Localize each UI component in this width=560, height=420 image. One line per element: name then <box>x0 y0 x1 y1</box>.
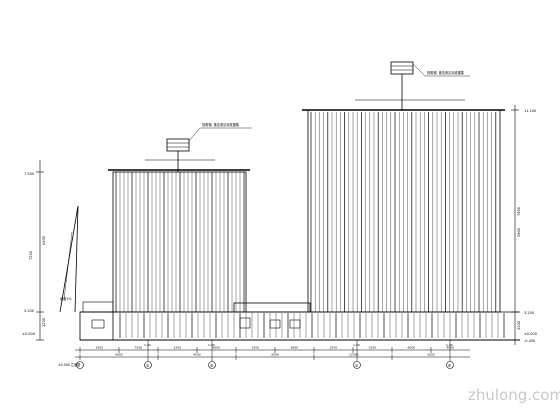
axis-mark: 1-00 <box>353 343 360 347</box>
right-elev-base: ±0.000 <box>524 332 537 336</box>
bottom-dim-row2-label: 3000 <box>427 353 435 357</box>
right-silo-body <box>307 109 501 313</box>
bottom-dim-row2-labels: 9000 4500 3000 12000 3000 <box>79 353 435 360</box>
bottom-dim-row1-label: 7500 <box>135 346 143 350</box>
bottom-dim-row1-label: 3600 <box>291 346 299 350</box>
axis-mark: 1-00 <box>208 343 215 347</box>
ramp-arrow <box>63 231 73 301</box>
title-marker <box>76 361 84 369</box>
left-silo-stripes <box>115 172 245 312</box>
bottom-dim-row1-label: 2200 <box>174 346 182 350</box>
left-annex <box>79 311 114 341</box>
bottom-dim-row1-label: 6000 <box>213 346 221 350</box>
middle-connector <box>233 302 311 313</box>
right-stair-note: 铁爬梯, 做法参见标准图集 <box>427 70 465 75</box>
right-stair-leader <box>412 63 426 77</box>
bottom-dim-row1-label: 4500 <box>447 346 455 350</box>
bottom-dim-row2-label: 4500 <box>193 353 201 357</box>
watermark: zhulong.com <box>468 386 560 404</box>
base-stripes <box>119 313 505 338</box>
bottom-dim-row1-label: 1500 <box>330 346 338 350</box>
axis-bubbles: ① 1-00 ② 1-00 ③ 1-00 ④ 1-00 <box>144 340 454 369</box>
title-left: ±0.000 立面图 <box>58 362 80 367</box>
axis-bubble <box>144 361 152 369</box>
axis-mark: 1-00 <box>144 343 151 347</box>
axis-label: ① <box>146 363 150 368</box>
bottom-dim-row2-label: 9000 <box>115 353 123 357</box>
left-dim-upper: 4300 <box>42 236 46 245</box>
right-elev-mid: 3.200 <box>524 311 534 315</box>
middle-window-3 <box>289 319 301 329</box>
right-dim-upper: 7900 <box>517 207 521 216</box>
bottom-dim-row2-label: 12000 <box>349 353 359 357</box>
axis-mark: 1-00 <box>446 343 453 347</box>
bottom-dim-row1-labels: 1500 7500 2200 6000 1500 3600 1500 1500 6000 4500 <box>79 346 455 353</box>
bottom-dim-row1-label: 1500 <box>96 346 104 350</box>
ramp-note: 坡度1% <box>60 296 71 301</box>
left-dim-mid: 7200 <box>29 251 33 260</box>
axis-label: ② <box>210 363 214 368</box>
ramp-triangle <box>59 205 79 313</box>
left-window <box>91 319 105 329</box>
left-elev-top: 7.500 <box>24 172 34 176</box>
right-silo-stripes <box>310 112 497 312</box>
middle-window-1 <box>239 317 251 329</box>
axis-bubble <box>208 361 216 369</box>
right-dim-lower: 3200 <box>517 321 521 330</box>
right-stair-box <box>390 61 414 75</box>
axis-label: ③ <box>355 363 359 368</box>
bottom-dim-row1-label: 1500 <box>369 346 377 350</box>
left-elev-mid: 3.200 <box>24 309 34 313</box>
bottom-dim-row1-label: 6000 <box>408 346 416 350</box>
bottom-dim-row1-label: 1500 <box>252 346 260 350</box>
right-dim-mid: 2900 <box>517 228 521 237</box>
left-stair-note: 铁爬梯, 做法参见标准图集 <box>202 122 240 127</box>
right-elev-top: 11.100 <box>524 109 536 113</box>
right-elev-below: -0.450 <box>524 339 535 343</box>
bottom-dim-row2-label: 3000 <box>271 353 279 357</box>
left-stair-box <box>166 138 190 152</box>
left-elev-base: ±0.000 <box>22 332 35 336</box>
left-silo-body <box>112 171 247 313</box>
left-annex-top <box>82 301 114 313</box>
axis-bubble <box>446 361 454 369</box>
left-stair-leader <box>188 127 201 142</box>
axis-label: ④ <box>448 363 452 368</box>
axis-bubble <box>353 361 361 369</box>
left-dim-lower: 3200 <box>42 318 46 327</box>
middle-window-2 <box>269 319 281 329</box>
